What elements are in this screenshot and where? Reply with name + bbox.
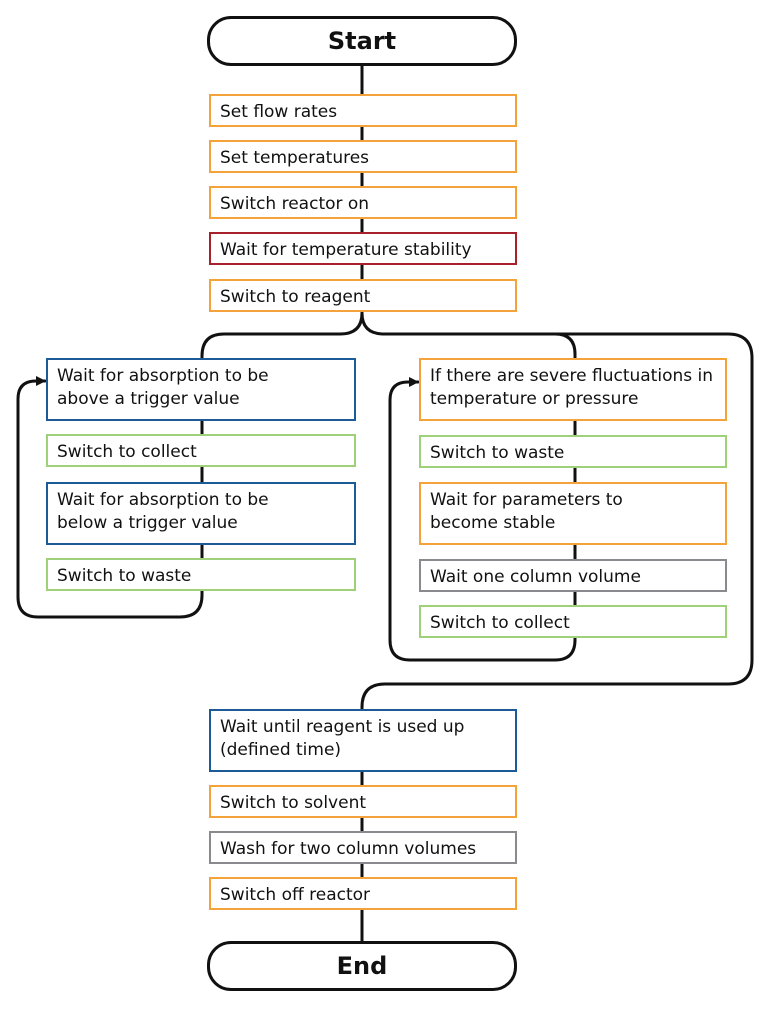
step-wait-temperature-stability: Wait for temperature stability [209,232,517,265]
step-switch-to-solvent: Switch to solvent [209,785,517,818]
step-wash-two-column-volumes: Wash for two column volumes [209,831,517,864]
branch-left-connector [200,311,364,358]
step-left-switch-to-collect: Switch to collect [46,434,356,467]
right-loop-return-arrow [388,377,577,662]
step-right-switch-to-collect: Switch to collect [419,605,727,638]
step-switch-off-reactor: Switch off reactor [209,877,517,910]
step-wait-absorption-below: Wait for absorption to be below a trigge… [46,482,356,545]
step-if-severe-fluctuations: If there are severe fluctuations in temp… [419,358,727,421]
step-switch-to-reagent: Switch to reagent [209,279,517,312]
step-right-switch-to-waste: Switch to waste [419,435,727,468]
step-set-flow-rates: Set flow rates [209,94,517,127]
step-set-temperatures: Set temperatures [209,140,517,173]
step-left-switch-to-waste: Switch to waste [46,558,356,591]
step-wait-one-column-volume: Wait one column volume [419,559,727,592]
right-loop-entry-connector [382,332,577,360]
step-wait-parameters-stable: Wait for parameters to become stable [419,482,727,545]
step-wait-reagent-used-up: Wait until reagent is used up (defined t… [209,709,517,772]
start-terminal: Start [207,16,517,66]
step-wait-absorption-above: Wait for absorption to be above a trigge… [46,358,356,421]
branch-right-connector [360,311,754,709]
end-terminal: End [207,941,517,991]
left-loop-return-arrow [16,376,204,619]
step-switch-reactor-on: Switch reactor on [209,186,517,219]
